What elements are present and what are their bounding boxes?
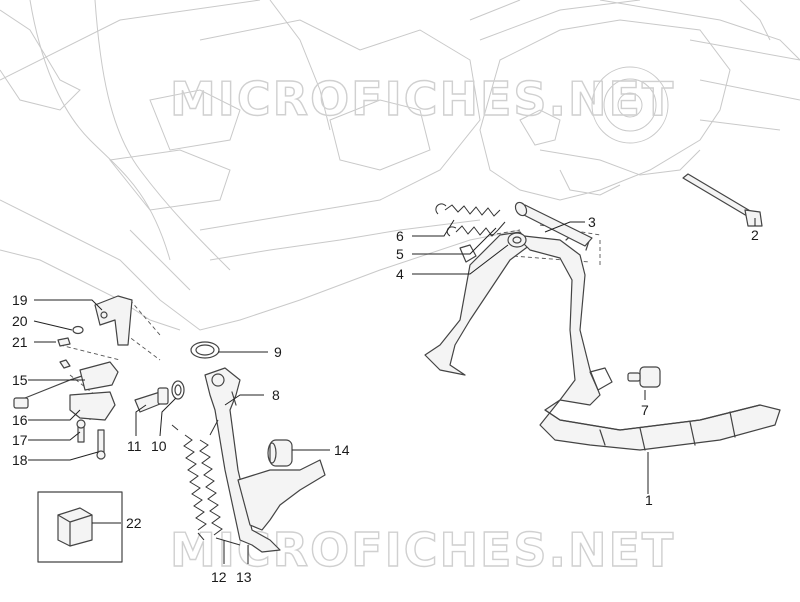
part-22-inset-box [37,491,123,563]
callout-8: 8 [272,387,280,403]
callout-5: 5 [396,246,404,262]
callout-4: 4 [396,266,404,282]
callout-2: 2 [751,227,759,243]
callout-18: 18 [12,452,28,468]
callout-11: 11 [127,438,142,454]
callout-21: 21 [12,334,28,350]
part-12-13-side-stand-springs [171,419,241,546]
part-2-pivot-bolt [682,173,763,227]
part-1-centre-stand [424,231,781,451]
part-19-20-21-bracket [57,295,133,369]
watermark-top: MICROFICHES.NET [170,72,675,126]
assembly-guides [59,224,601,420]
callout-9: 9 [274,344,282,360]
callout-6: 6 [396,228,404,244]
callout-14: 14 [334,442,350,458]
callout-labels: 1 2 3 4 5 6 7 8 9 10 11 12 13 14 15 16 1… [12,214,759,585]
part-4-bush [507,232,527,248]
callout-20: 20 [12,313,28,329]
callout-7: 7 [641,402,649,418]
callout-3: 3 [588,214,596,230]
part-3-spacer-tube [514,201,593,247]
callout-19: 19 [12,292,28,308]
callout-10: 10 [151,438,167,454]
leader-lines [28,218,756,564]
scooter-frame-outline [0,0,800,331]
part-9-o-ring [190,341,220,359]
callout-22: 22 [126,515,142,531]
part-5-6-stand-springs [435,203,506,237]
part-7-rubber-buffer [627,366,661,388]
part-14-rubber-pad [267,439,293,467]
callout-17: 17 [12,432,28,448]
part-17-18-screws [76,419,106,460]
part-8-side-stand [204,367,326,553]
callout-13: 13 [236,569,252,585]
callout-12: 12 [211,569,227,585]
part-10-washer [171,380,185,400]
callout-1: 1 [645,492,653,508]
callout-16: 16 [12,412,28,428]
part-11-side-stand-bolt [134,387,169,413]
callout-15: 15 [12,372,28,388]
part-15-16-stand-switch [13,361,119,421]
